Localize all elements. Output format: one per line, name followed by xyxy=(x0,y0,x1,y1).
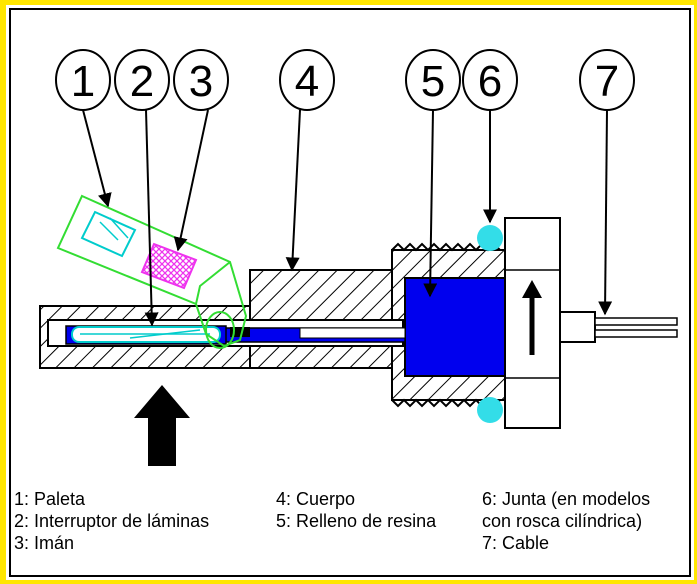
callout-4: 4 xyxy=(279,49,335,272)
legend-item-paddle: 1: Paleta xyxy=(14,489,86,509)
callout-5: 5 xyxy=(405,49,461,298)
legend-item-seal-note: con rosca cilíndrica) xyxy=(482,511,643,531)
legend-item-magnet: 3: Imán xyxy=(14,533,75,553)
callout-6: 6 xyxy=(462,49,518,224)
legend-col-3: 6: Junta (en modelos con rosca cilíndric… xyxy=(482,488,650,554)
hex-head xyxy=(504,217,561,429)
svg-text:6: 6 xyxy=(478,57,502,106)
legend-col-2: 4: Cuerpo 5: Relleno de resina xyxy=(276,488,436,532)
legend: 1: Paleta 2: Interruptor de láminas 3: I… xyxy=(14,488,684,578)
legend-item-seal: 6: Junta (en modelos xyxy=(482,489,651,509)
seal-bottom xyxy=(477,397,503,423)
legend-item-reed-switch: 2: Interruptor de láminas xyxy=(14,511,210,531)
legend-item-cable: 7: Cable xyxy=(482,533,550,553)
cable xyxy=(559,311,678,343)
seal-top xyxy=(477,225,503,251)
callout-7: 7 xyxy=(579,49,635,316)
magnet xyxy=(140,242,198,290)
callout-3: 3 xyxy=(173,49,229,252)
reed-switch xyxy=(71,326,250,343)
svg-text:1: 1 xyxy=(71,57,95,106)
legend-item-body: 4: Cuerpo xyxy=(276,489,356,509)
callout-1: 1 xyxy=(55,49,112,208)
svg-text:2: 2 xyxy=(130,57,154,106)
legend-item-resin: 5: Relleno de resina xyxy=(276,511,437,531)
legend-col-1: 1: Paleta 2: Interruptor de láminas 3: I… xyxy=(14,488,209,554)
paddle xyxy=(56,194,248,349)
svg-text:3: 3 xyxy=(189,57,213,106)
svg-text:7: 7 xyxy=(595,57,619,106)
flow-arrow-icon xyxy=(134,385,190,466)
svg-text:5: 5 xyxy=(421,57,445,106)
svg-text:4: 4 xyxy=(295,57,319,106)
callout-2: 2 xyxy=(114,49,170,327)
